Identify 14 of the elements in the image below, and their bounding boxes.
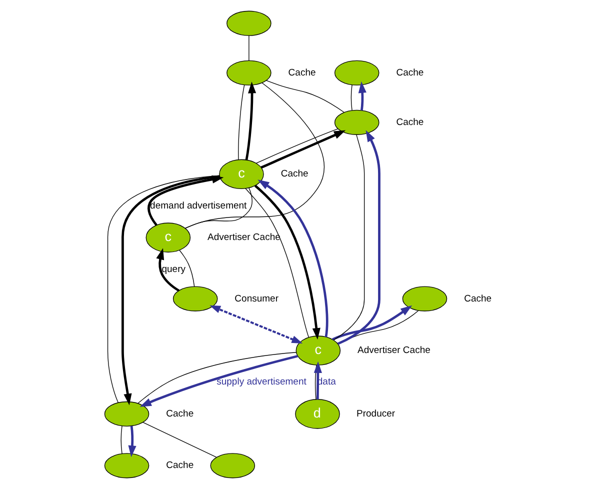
node-label: Cache [166,460,194,472]
node-label: Cache [464,293,492,304]
edge-label: supply advertisement [216,376,306,388]
node-label: Cache [280,168,308,180]
node-label: Advertiser Cache [357,345,430,356]
node-label: Advertiser Cache [207,232,280,244]
node-label: Producer [356,408,395,420]
node-label: Cache [396,116,424,128]
node-label: Cache [166,408,194,420]
edge-label: query [161,264,185,275]
node-label: Cache [396,67,424,78]
node-label: Cache [288,67,316,78]
edge-label: demand advertisement [150,200,246,212]
node-label: Consumer [234,293,278,304]
